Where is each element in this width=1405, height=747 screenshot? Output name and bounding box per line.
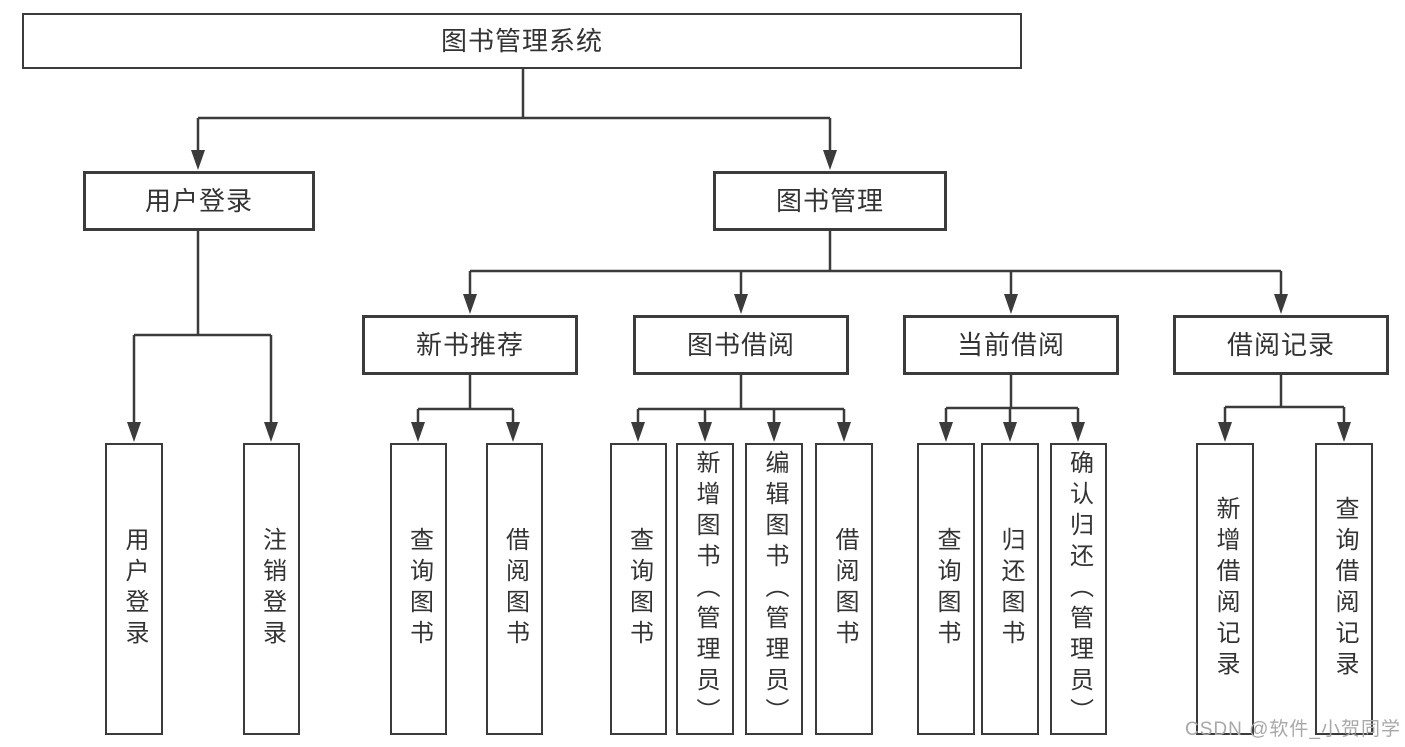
leaf-query-borrow-record: 查询借阅记录 — [1315, 443, 1373, 735]
leaf-recommend-query-books: 查询图书 — [390, 443, 447, 735]
leaf-borrow-books: 借阅图书 — [815, 443, 873, 735]
node-book-management: 图书管理 — [713, 171, 947, 231]
node-borrow-record-label: 借阅记录 — [1226, 330, 1335, 360]
leaf-borrow-books-label: 借阅图书 — [831, 527, 858, 651]
leaf-logout-label: 注销登录 — [258, 527, 286, 651]
leaf-confirm-return-admin-label: 确认归还（管理员） — [1065, 449, 1093, 729]
node-new-book-recommend-label: 新书推荐 — [415, 330, 524, 360]
csdn-watermark: CSDN @软件_小贺同学 — [1185, 719, 1401, 740]
leaf-return-books-label: 归还图书 — [997, 527, 1024, 651]
node-book-management-label: 图书管理 — [775, 186, 884, 216]
node-book-borrow-label: 图书借阅 — [686, 330, 795, 360]
leaf-recommend-borrow-books: 借阅图书 — [486, 443, 543, 735]
leaf-borrow-query-books: 查询图书 — [610, 443, 667, 735]
node-current-borrow: 当前借阅 — [903, 315, 1119, 375]
leaf-edit-books-admin: 编辑图书（管理员） — [745, 443, 803, 735]
leaf-add-borrow-record-label: 新增借阅记录 — [1212, 496, 1239, 682]
node-user-login-label: 用户登录 — [144, 186, 253, 216]
leaf-recommend-borrow-books-label: 借阅图书 — [501, 527, 529, 651]
node-root-system: 图书管理系统 — [22, 13, 1022, 69]
leaf-user-login: 用户登录 — [105, 443, 163, 735]
leaf-return-books: 归还图书 — [981, 443, 1039, 735]
leaf-borrow-query-books-label: 查询图书 — [625, 527, 653, 651]
leaf-current-query-books: 查询图书 — [917, 443, 975, 735]
leaf-user-login-label: 用户登录 — [121, 527, 148, 651]
leaf-add-borrow-record: 新增借阅记录 — [1196, 443, 1254, 735]
leaf-add-books-admin: 新增图书（管理员） — [676, 443, 734, 735]
leaf-add-books-admin-label: 新增图书（管理员） — [692, 449, 719, 729]
leaf-query-borrow-record-label: 查询借阅记录 — [1331, 496, 1358, 682]
leaf-recommend-query-books-label: 查询图书 — [405, 527, 433, 651]
node-book-borrow: 图书借阅 — [633, 315, 849, 375]
leaf-confirm-return-admin: 确认归还（管理员） — [1050, 443, 1107, 735]
node-borrow-record: 借阅记录 — [1173, 315, 1389, 375]
node-user-login: 用户登录 — [83, 171, 315, 231]
leaf-logout: 注销登录 — [243, 443, 300, 735]
leaf-current-query-books-label: 查询图书 — [933, 527, 960, 651]
leaf-edit-books-admin-label: 编辑图书（管理员） — [761, 449, 788, 729]
node-current-borrow-label: 当前借阅 — [956, 330, 1065, 360]
node-new-book-recommend: 新书推荐 — [362, 315, 578, 375]
node-root-label: 图书管理系统 — [440, 26, 603, 56]
